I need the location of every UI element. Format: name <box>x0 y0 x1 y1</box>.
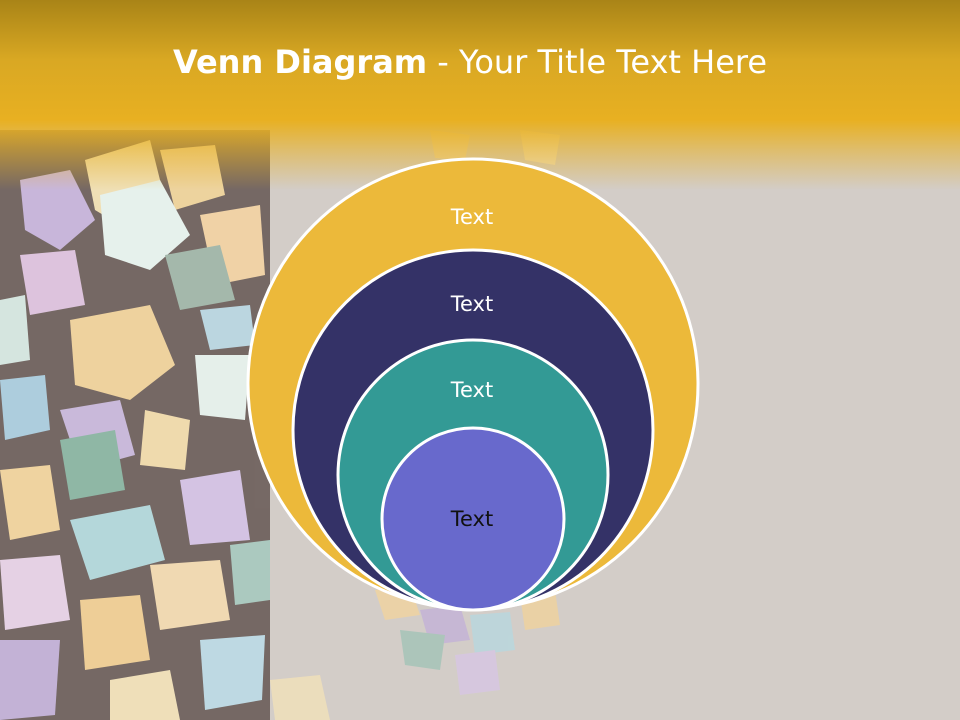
venn-label-second: Text <box>450 292 493 316</box>
venn-label-inner: Text <box>450 507 493 531</box>
venn-label-third: Text <box>450 378 493 402</box>
page-title-bold: Venn Diagram <box>172 43 428 81</box>
venn-label-outer: Text <box>450 205 493 229</box>
venn-circle-inner[interactable] <box>380 426 566 612</box>
page-title: Venn Diagram - Your Title Text Here <box>0 40 940 84</box>
page-title-rest: - Your Title Text Here <box>427 43 768 81</box>
